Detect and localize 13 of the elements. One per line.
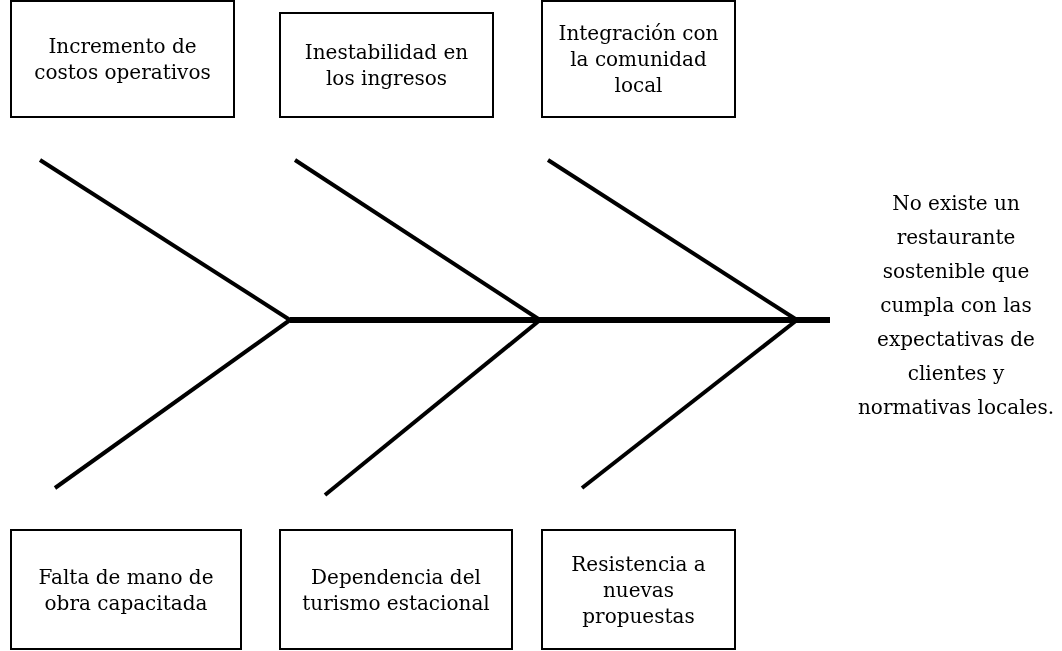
cause-box (10, 0, 235, 118)
cause-text: Integración con la comunidad local (557, 20, 720, 98)
cause-text: Dependencia del turismo estacional (301, 563, 491, 616)
cause-box (279, 529, 513, 650)
effect-text: No existe un restaurante sostenible que cumpla con las expectativas de clientes y normativas locales. (856, 190, 1056, 421)
cause-text: Inestabilidad en los ingresos (303, 39, 470, 91)
cause-box (541, 529, 736, 650)
cause-box (541, 0, 736, 118)
cause-box (10, 529, 242, 650)
cause-text: Incremento de costos operativos (33, 33, 212, 85)
cause-text: Resistencia a nuevas propuestas (570, 550, 707, 629)
cause-box (279, 12, 494, 118)
cause-text: Falta de mano de obra capacitada (37, 563, 215, 616)
